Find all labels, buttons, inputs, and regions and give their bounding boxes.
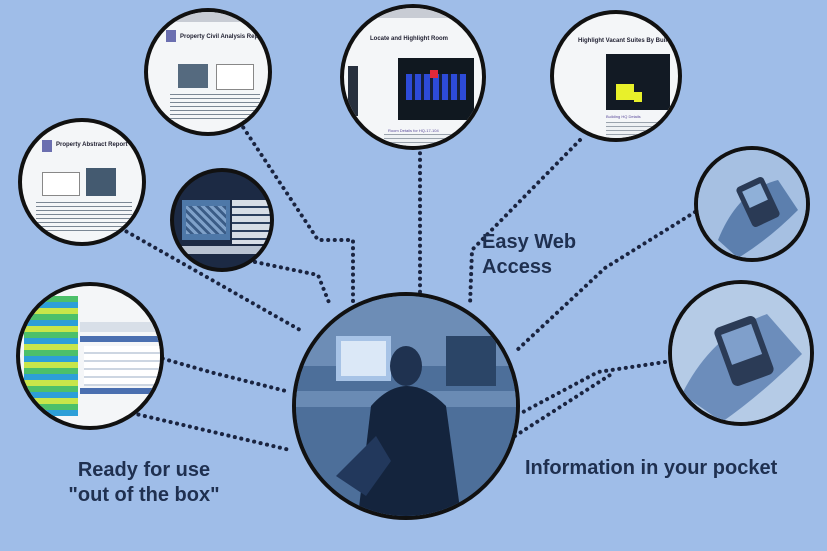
caption-easy-web-line1: Easy Web <box>482 231 577 253</box>
highlight-room-caption: Room Details for HQ-17-104 <box>388 128 439 133</box>
link-map-screen <box>253 260 332 307</box>
highlight-room-title: Locate and Highlight Room <box>370 36 448 42</box>
caption-ready-for-use: Ready for use "out of the box" <box>60 458 228 508</box>
photo-pda <box>668 280 814 426</box>
screenshot-highlight-room: Locate and Highlight Room Room Details f… <box>340 4 486 150</box>
link-vacant-suites <box>468 138 582 307</box>
caption-easy-web-line2: Access <box>482 256 553 278</box>
caption-easy-web-access: Easy Web Access <box>482 230 576 280</box>
link-property-civil <box>223 98 355 307</box>
link-abstract <box>113 223 302 332</box>
photo-handheld-phone <box>694 146 810 262</box>
caption-ready-line2: "out of the box" <box>68 484 220 506</box>
caption-information-in-pocket: Information in your pocket <box>525 457 778 479</box>
screenshot-property-civil: Property Civil Analysis Report <box>144 8 272 136</box>
property-civil-title: Property Civil Analysis Report <box>180 34 267 40</box>
link-bottom-left <box>40 390 292 452</box>
link-status-screen <box>148 353 292 394</box>
hand-phone-illustration <box>698 150 806 258</box>
vacant-suites-title: Highlight Vacant Suites By Building <box>578 38 680 44</box>
link-bottom-right <box>513 373 612 438</box>
pda-illustration <box>672 284 810 422</box>
office-worker-illustration <box>296 296 516 516</box>
caption-ready-line1: Ready for use <box>77 459 211 481</box>
property-abstract-title: Property Abstract Report <box>56 142 128 148</box>
screenshot-status-list <box>16 282 164 430</box>
screenshot-property-abstract: Property Abstract Report <box>18 118 146 246</box>
link-pda <box>521 360 667 414</box>
link-phone-top <box>513 210 697 354</box>
central-photo <box>292 292 520 520</box>
vacant-suites-caption: Building HQ Details <box>606 114 641 119</box>
screenshot-vacant-suites: Highlight Vacant Suites By Building Buil… <box>550 10 682 142</box>
screenshot-map-app <box>170 168 274 272</box>
